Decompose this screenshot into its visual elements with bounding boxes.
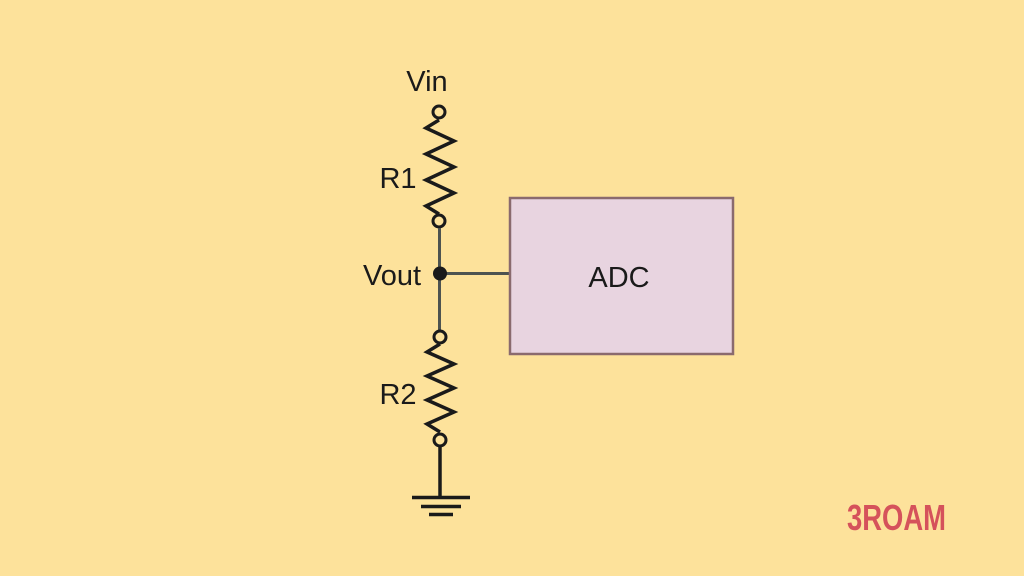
r1-label: R1 bbox=[379, 163, 416, 195]
resistor-r1-symbol bbox=[421, 104, 459, 229]
r2-terminal-top bbox=[432, 329, 448, 345]
r2-label: R2 bbox=[379, 379, 416, 411]
adc-label: ADC bbox=[588, 262, 649, 294]
r1-terminal-bottom bbox=[431, 213, 447, 229]
resistor-r2-symbol bbox=[422, 329, 459, 448]
r1-terminal-top bbox=[431, 104, 447, 120]
adc-block bbox=[508, 196, 735, 356]
r2-zigzag bbox=[422, 342, 459, 434]
brand-watermark: 3ROAM bbox=[847, 497, 946, 538]
vout-node-dot bbox=[433, 266, 447, 281]
ground-symbol bbox=[412, 495, 470, 517]
vin-label: Vin bbox=[406, 66, 447, 98]
r1-zigzag bbox=[421, 118, 459, 216]
r2-terminal-bottom bbox=[432, 432, 448, 448]
vout-label: Vout bbox=[363, 260, 421, 292]
